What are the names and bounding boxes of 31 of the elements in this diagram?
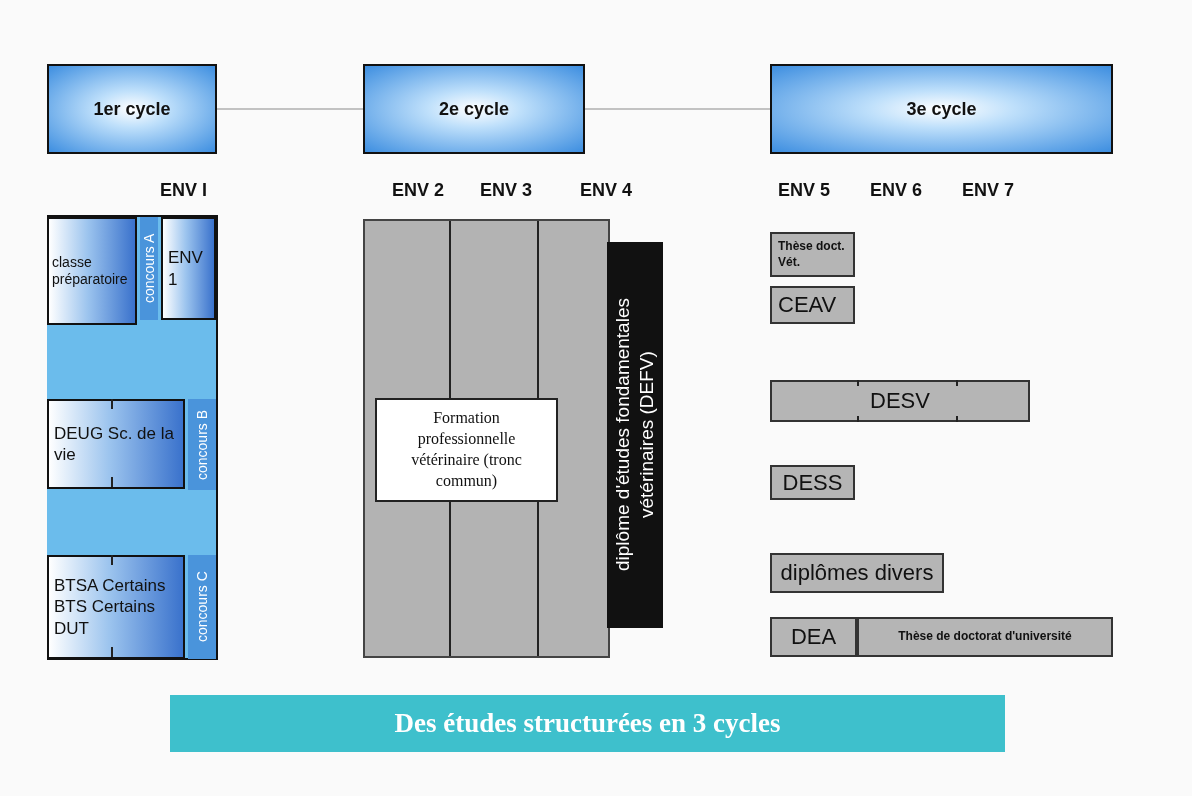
column-label: ENV 3: [480, 180, 533, 201]
column-label: ENV I: [160, 180, 207, 201]
course-box: BTSA Certains BTS Certains DUT: [47, 555, 185, 659]
column-label: ENV 4: [580, 180, 633, 201]
column-label: ENV 5: [778, 180, 831, 201]
diploma-box: DESS: [770, 465, 855, 500]
course-box: classe préparatoire: [47, 217, 137, 325]
panel-background: [47, 215, 218, 660]
diploma-box: Thèse doct. Vét.: [770, 232, 855, 277]
diploma-bar: diplôme d'études fondamentales vétérinaires (DEFV): [607, 242, 663, 628]
column-label: ENV 6: [870, 180, 923, 201]
exam-bar: concours B: [188, 399, 216, 490]
diploma-box: CEAV: [770, 286, 855, 324]
connector-line: [216, 108, 364, 110]
exam-bar: concours C: [188, 555, 216, 659]
diploma-box: DEA: [770, 617, 857, 657]
program-block: [363, 219, 610, 658]
cycle-box: 2e cycle: [363, 64, 585, 154]
exam-bar: concours A: [140, 217, 158, 320]
column-label: ENV 7: [962, 180, 1015, 201]
cycle-box: 3e cycle: [770, 64, 1113, 154]
cycle-box: 1er cycle: [47, 64, 217, 154]
diploma-box: Thèse de doctorat d'université: [857, 617, 1113, 657]
program-box: Formation professionnelle vétérinaire (tronc commun): [375, 398, 558, 502]
diploma-box: diplômes divers: [770, 553, 944, 593]
course-box: ENV 1: [161, 217, 216, 320]
course-box: DEUG Sc. de la vie: [47, 399, 185, 489]
diploma-box: DESV: [770, 380, 1030, 422]
connector-line: [584, 108, 771, 110]
title-banner: Des études structurées en 3 cycles: [170, 695, 1005, 752]
column-label: ENV 2: [392, 180, 445, 201]
